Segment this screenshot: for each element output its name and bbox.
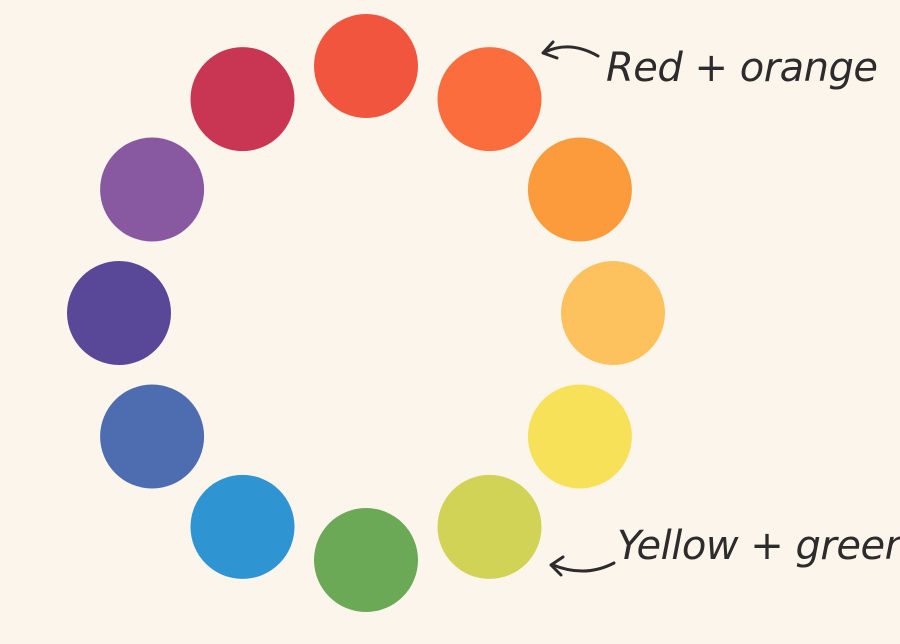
swatch-violet — [67, 261, 171, 365]
swatch-crimson — [190, 47, 295, 152]
arrowhead-yellow-green-icon — [549, 555, 565, 577]
swatch-red — [314, 14, 418, 118]
swatch-yellow-orange — [561, 261, 665, 365]
annotation-arrows — [541, 40, 616, 577]
swatch-green — [314, 508, 418, 612]
swatch-blue — [190, 474, 295, 579]
swatch-red-orange — [437, 47, 542, 152]
swatch-orange — [527, 137, 632, 242]
label-red-orange: Red + orange — [606, 45, 878, 91]
arrow-red-orange-icon — [543, 45, 600, 58]
swatch-group — [67, 14, 665, 612]
arrowhead-red-orange-icon — [541, 40, 559, 60]
swatch-yellow — [527, 384, 632, 489]
arrow-yellow-green-icon — [551, 561, 616, 573]
swatch-blue-violet — [100, 384, 205, 489]
label-yellow-green: Yellow + green — [617, 523, 900, 569]
swatch-red-violet — [100, 137, 205, 242]
swatch-yellow-green — [437, 474, 542, 579]
